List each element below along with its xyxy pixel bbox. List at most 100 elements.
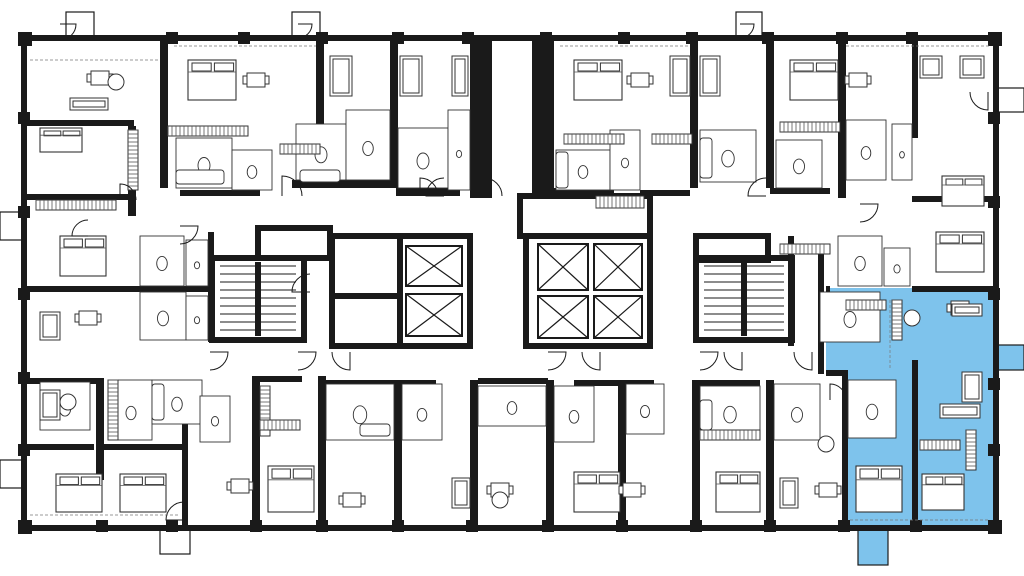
chair — [226, 481, 232, 491]
column — [988, 378, 1000, 390]
kitchen-counter — [107, 379, 119, 441]
column — [988, 444, 1000, 456]
door-swing — [281, 175, 303, 197]
kitchen-counter — [779, 243, 831, 255]
chair — [648, 75, 654, 85]
toilet — [171, 396, 183, 412]
sofa-seat — [964, 374, 980, 400]
toilet — [246, 165, 258, 179]
door-swing — [119, 183, 137, 201]
chair — [626, 75, 632, 85]
toilet — [125, 405, 137, 421]
pillow — [213, 62, 235, 72]
door-swing — [739, 23, 755, 39]
exterior-walls — [18, 32, 1002, 534]
dining-table — [230, 478, 250, 494]
kitchen-counter — [699, 429, 761, 441]
bathtub — [175, 169, 225, 185]
bathtub — [299, 169, 341, 183]
sofa-seat — [962, 58, 982, 76]
pillow — [964, 178, 983, 186]
toilet — [893, 264, 901, 274]
sofa-seat — [454, 480, 468, 506]
dining-table — [818, 482, 838, 498]
chair — [96, 313, 102, 323]
door-swing — [297, 23, 313, 39]
chair — [360, 495, 366, 505]
toilet — [362, 141, 374, 156]
door-swing — [331, 351, 351, 371]
toilet — [506, 401, 518, 415]
door-swing — [419, 177, 439, 197]
round-table — [903, 309, 921, 327]
elevator-1 — [405, 245, 463, 287]
sofa-seat — [922, 58, 940, 76]
round-table — [107, 73, 125, 91]
chair — [338, 495, 344, 505]
kitchen-counter — [127, 129, 139, 191]
sofa-seat — [454, 58, 466, 94]
balconies — [0, 11, 1024, 566]
bathtub — [359, 423, 391, 437]
pillow — [63, 238, 83, 248]
sofa-seat — [782, 480, 796, 506]
chair — [242, 75, 248, 85]
pillow — [739, 474, 759, 484]
pillow — [719, 474, 739, 484]
chair — [74, 313, 80, 323]
column — [238, 32, 250, 44]
chair — [814, 485, 820, 495]
pillow — [939, 234, 960, 244]
bathtub — [151, 383, 165, 421]
door-swing — [59, 23, 77, 41]
dining-table — [90, 70, 110, 86]
toilet — [416, 152, 430, 170]
column — [166, 520, 178, 532]
door-swing — [291, 273, 311, 293]
pillow — [144, 476, 165, 486]
sofa-seat — [942, 406, 978, 416]
sofa-seat — [702, 58, 718, 94]
toilet — [843, 311, 857, 328]
pillow — [793, 62, 814, 72]
pillow — [598, 474, 619, 484]
pillow — [43, 130, 62, 137]
toilet — [865, 403, 879, 421]
bathrooms-kitchens — [35, 109, 977, 471]
chair — [86, 73, 92, 83]
sofa-seat — [402, 58, 420, 94]
pillow — [599, 62, 621, 72]
toilet — [416, 407, 428, 422]
dining-table — [848, 72, 868, 88]
toilet — [639, 404, 651, 419]
door-swing — [969, 91, 989, 111]
elevator-4 — [537, 295, 589, 339]
door-swing — [699, 351, 719, 371]
door-swing — [483, 177, 503, 197]
staircases — [209, 225, 795, 343]
dining-table — [78, 310, 98, 326]
pillow — [59, 476, 79, 486]
chair — [836, 485, 842, 495]
chair — [618, 485, 624, 495]
pillow — [880, 468, 901, 479]
bathtub — [699, 399, 713, 431]
sofa-seat — [42, 314, 58, 338]
door-swing — [581, 351, 601, 371]
pillow — [577, 474, 597, 484]
column — [988, 112, 1000, 124]
pillow — [84, 238, 105, 248]
elevator-3 — [593, 243, 643, 291]
toilet — [793, 158, 805, 175]
toilet — [721, 149, 735, 168]
toilet — [193, 261, 201, 270]
pillow — [123, 476, 143, 486]
pillow — [945, 178, 964, 186]
door-swing — [71, 219, 89, 237]
kitchen-counter — [779, 121, 841, 133]
door-swing — [829, 383, 847, 401]
toilet — [455, 150, 463, 158]
door-swing — [179, 225, 199, 245]
toilet — [723, 405, 737, 424]
